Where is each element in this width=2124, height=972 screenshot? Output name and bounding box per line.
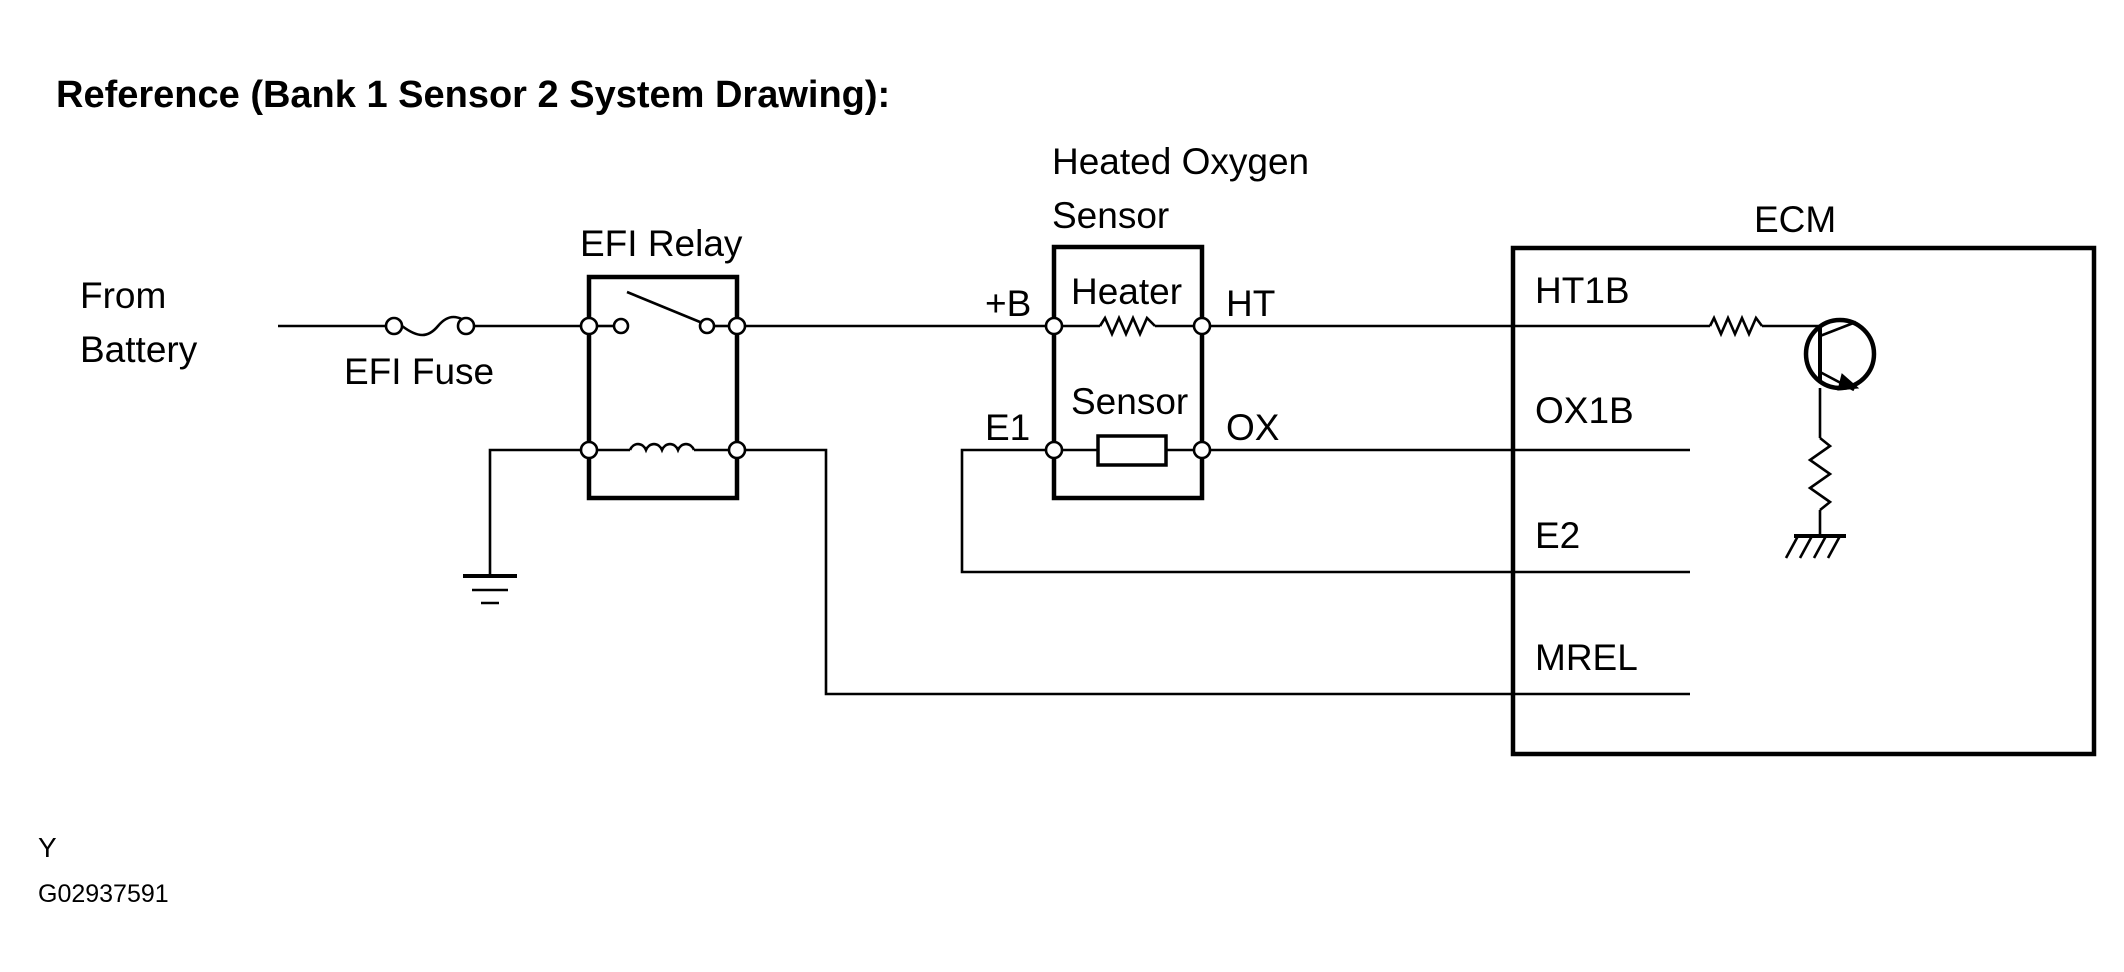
sensor-terminal-e1 — [1044, 440, 1064, 460]
relay-coil — [628, 442, 696, 454]
ecm-heater-driver — [1708, 314, 1877, 536]
ecm-box — [1510, 245, 2097, 757]
ground-symbol-icon — [463, 574, 517, 605]
relay-terminal-switch-in — [579, 316, 599, 336]
relay-terminal-coil-right — [727, 440, 747, 460]
heater-label: Heater — [1071, 271, 1182, 312]
ecm-label: ECM — [1754, 199, 1836, 240]
relay-box — [586, 274, 740, 501]
transistor-icon — [1803, 317, 1877, 391]
ecm-pin-mrel: MREL — [1535, 637, 1638, 678]
sensor-terminal-plus-b — [1044, 316, 1064, 336]
sensor-terminal-ox — [1192, 440, 1212, 460]
efi-relay — [579, 274, 747, 501]
efi-fuse — [384, 315, 476, 337]
pin-ht-label: HT — [1226, 283, 1275, 324]
ecm-pin-ox1b: OX1B — [1535, 390, 1634, 431]
chassis-ground-icon — [1784, 534, 1846, 559]
pin-ox-label: OX — [1226, 407, 1279, 448]
heater-resistor — [1098, 314, 1156, 338]
figure-id: G02937591 — [38, 880, 169, 908]
pin-plus-b-label: +B — [985, 283, 1031, 324]
sensor-box — [1051, 244, 1205, 501]
sensor-element — [1096, 434, 1168, 467]
relay-contact-right — [698, 317, 716, 335]
relay-ground-wire — [488, 448, 581, 576]
code-letter: Y — [38, 832, 57, 863]
ecm-pin-ht1b: HT1B — [1535, 270, 1630, 311]
sensor-element-label: Sensor — [1071, 381, 1188, 422]
from-battery-label-line2: Battery — [80, 329, 198, 370]
efi-relay-label: EFI Relay — [580, 223, 743, 264]
fuse-terminal-left — [384, 316, 404, 336]
relay-terminal-coil-left — [579, 440, 599, 460]
heated-oxygen-sensor: Heater Sensor — [1044, 244, 1212, 501]
sensor-terminal-ht — [1192, 316, 1212, 336]
relay-terminal-switch-out — [727, 316, 747, 336]
diagram-title: Reference (Bank 1 Sensor 2 System Drawin… — [56, 74, 890, 116]
from-battery-label-line1: From — [80, 275, 166, 316]
transistor-emitter-arrow — [1837, 373, 1860, 391]
e1-e2-wire — [960, 448, 1690, 574]
ecm-pin-e2: E2 — [1535, 515, 1580, 556]
ecm-resistor-horizontal — [1708, 314, 1764, 338]
efi-fuse-label: EFI Fuse — [344, 351, 494, 392]
pin-e1-label: E1 — [985, 407, 1030, 448]
ecm-resistor-vertical — [1807, 436, 1833, 512]
relay-contact-left — [612, 317, 630, 335]
relay-switch-arm — [626, 290, 701, 324]
sensor-title-line1: Heated Oxygen — [1052, 141, 1309, 182]
mrel-wire — [745, 448, 1690, 696]
fuse-terminal-right — [456, 316, 476, 336]
sensor-title-line2: Sensor — [1052, 195, 1169, 236]
